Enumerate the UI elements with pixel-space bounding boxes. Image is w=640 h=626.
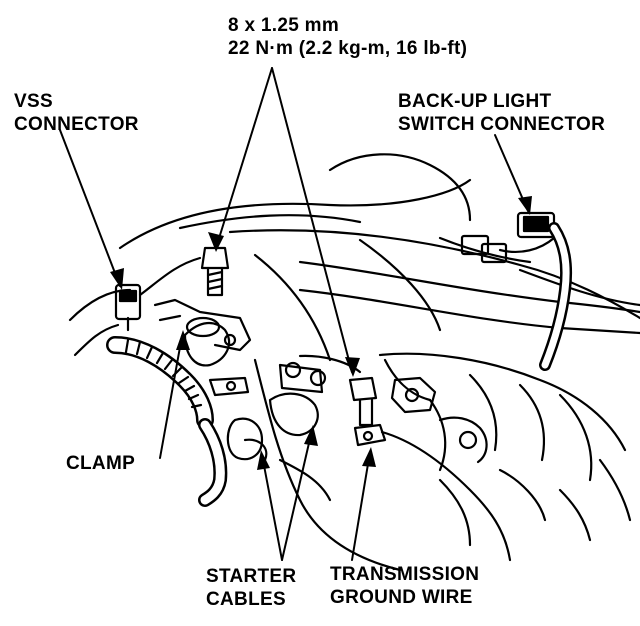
- backup-connector-line1: BACK-UP LIGHT: [398, 91, 552, 112]
- starter-cables-label: STARTER CABLES: [206, 565, 296, 611]
- arrowheads: [110, 196, 532, 470]
- transmission-case: [253, 352, 632, 572]
- backup-light-switch-connector-label: BACK-UP LIGHT SWITCH CONNECTOR: [398, 90, 605, 136]
- vss-connector-line1: VSS: [14, 91, 53, 112]
- ground-wire-line2: GROUND WIRE: [330, 587, 473, 608]
- ground-wire-line1: TRANSMISSION: [330, 564, 480, 585]
- vss-connector-shape: [114, 256, 202, 332]
- bolt-size-text: 8 x 1.25 mm: [228, 15, 340, 36]
- leader-lines: [59, 67, 529, 561]
- body-outline: [68, 153, 640, 362]
- vss-connector-label: VSS CONNECTOR: [14, 90, 139, 136]
- transmission-ground-wire-label: TRANSMISSION GROUND WIRE: [330, 563, 479, 609]
- bolt-torque-text: 22 N·m (2.2 kg-m, 16 lb-ft): [228, 38, 468, 59]
- clamp-label: CLAMP: [66, 452, 135, 475]
- clamp-line1: CLAMP: [66, 453, 136, 474]
- starter-cable-harness: [198, 354, 362, 507]
- bolt-spec-label: 8 x 1.25 mm 22 N·m (2.2 kg-m, 16 lb-ft): [228, 14, 467, 60]
- starter-cables-line1: STARTER: [206, 566, 297, 587]
- bolt-shape: [200, 246, 230, 297]
- backup-connector-line2: SWITCH CONNECTOR: [398, 114, 606, 135]
- clamp-shape: [153, 298, 252, 397]
- corrugated-hose: [106, 316, 231, 429]
- backup-connector-shape: [460, 211, 573, 371]
- vss-connector-line2: CONNECTOR: [14, 114, 139, 135]
- starter-cables-line2: CABLES: [206, 589, 286, 610]
- ground-bolt-shape: [348, 376, 512, 562]
